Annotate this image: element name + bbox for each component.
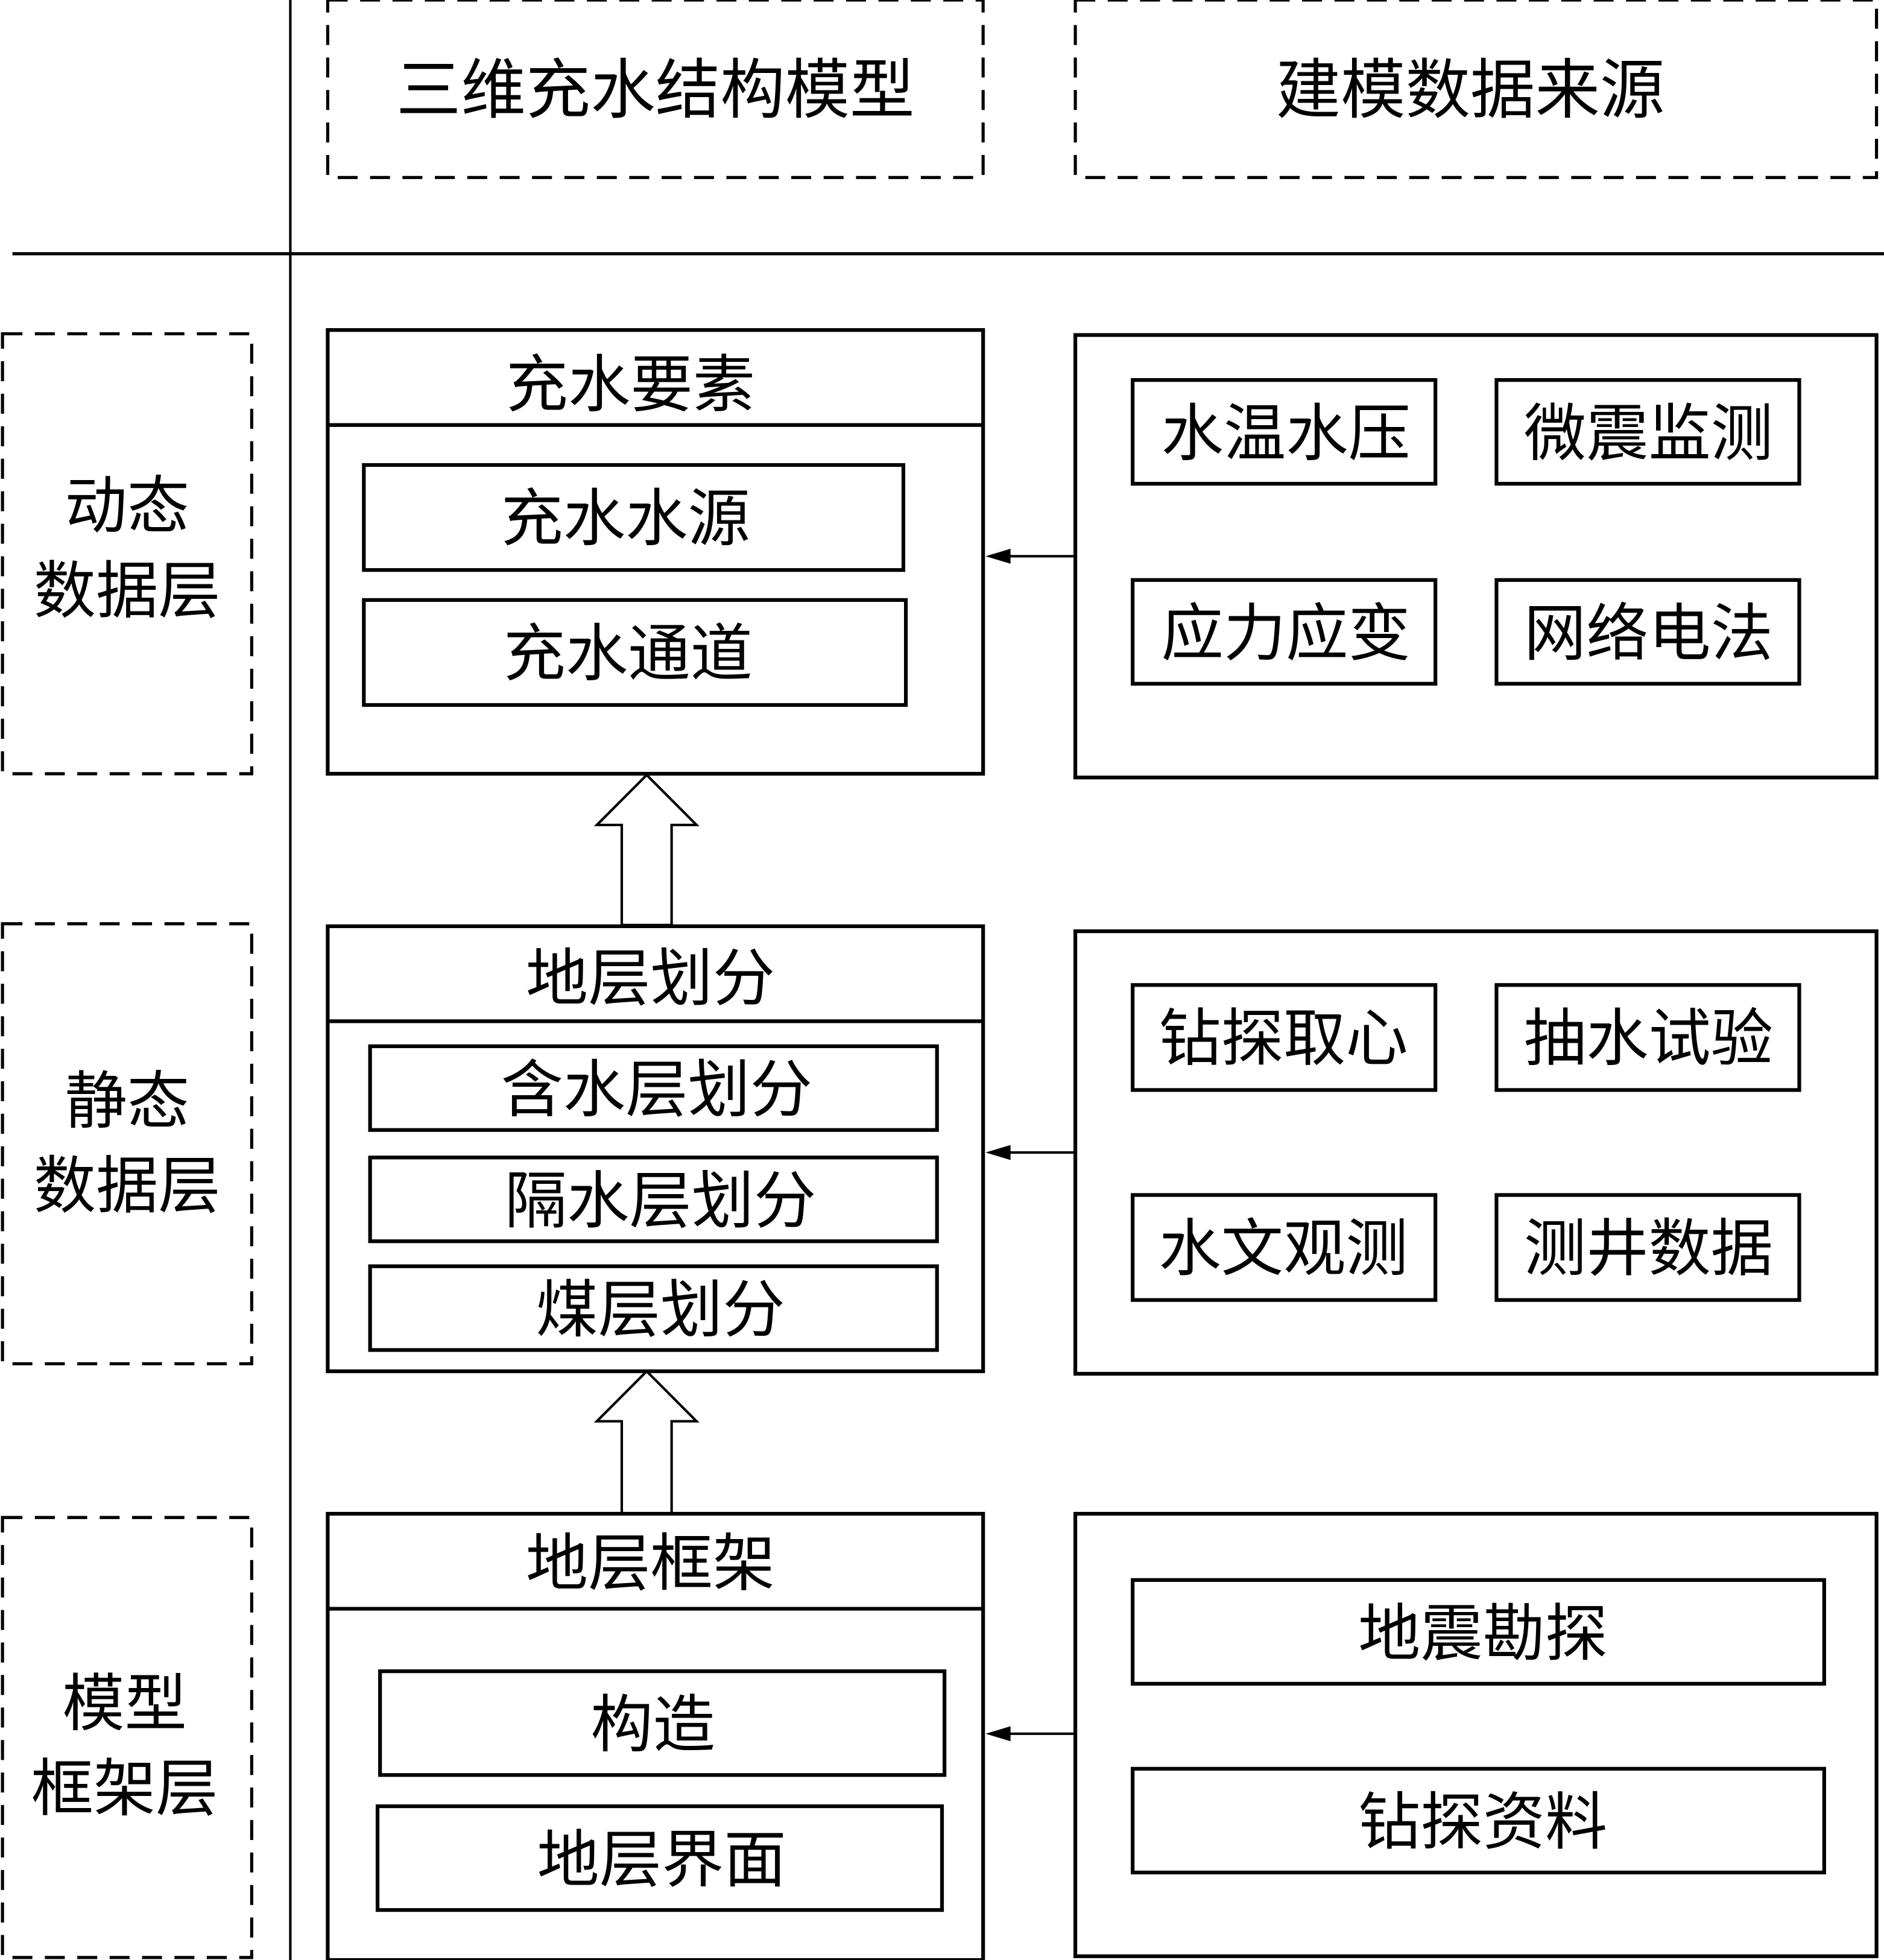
layer-label-line2: 数据层: [34, 555, 221, 627]
arrow-left-icon: [985, 1145, 1076, 1160]
source-item: 测井数据: [1494, 1193, 1801, 1302]
model-item-label: 含水层划分: [501, 1054, 813, 1126]
model-item-label: 充水通道: [504, 618, 753, 690]
source-item: 水温水压: [1131, 378, 1438, 486]
model-item-label: 隔水层划分: [505, 1165, 817, 1238]
layer-label-line2: 数据层: [34, 1150, 221, 1222]
model-item: 隔水层划分: [368, 1155, 939, 1244]
model-box-title: 地层框架: [526, 1528, 775, 1600]
source-item: 网络电法: [1494, 578, 1801, 686]
header-model-label: 三维充水结构模型: [396, 52, 915, 128]
hollow-arrow-up-icon: [593, 1369, 700, 1516]
model-item: 含水层划分: [368, 1044, 939, 1132]
arrow-left-icon: [985, 548, 1076, 564]
source-item-label: 钻探取心: [1159, 1003, 1408, 1075]
model-box-title: 充水要素: [506, 349, 755, 421]
model-box-static: 地层划分 含水层划分 隔水层划分 煤层划分: [326, 924, 985, 1373]
model-item: 地层界面: [375, 1804, 944, 1912]
header-source-label: 建模数据来源: [1276, 52, 1665, 128]
layer-label-line2: 框架层: [31, 1753, 218, 1825]
model-item-label: 地层界面: [537, 1824, 786, 1896]
source-box-framework: 地震勘探 钻探资料: [1073, 1511, 1879, 1958]
source-box-dynamic: 水温水压 微震监测 应力应变 网络电法: [1073, 333, 1879, 780]
model-item: 充水水源: [362, 463, 906, 572]
model-item: 构造: [378, 1669, 947, 1777]
header-source-column: 建模数据来源: [1073, 0, 1879, 179]
model-item: 充水通道: [362, 598, 908, 707]
source-item: 应力应变: [1131, 578, 1438, 686]
source-box-static: 钻探取心 抽水试验 水文观测 测井数据: [1073, 929, 1879, 1376]
source-item: 地震勘探: [1131, 1578, 1826, 1686]
model-item-label: 煤层划分: [536, 1274, 785, 1346]
source-item-label: 地震勘探: [1358, 1598, 1607, 1670]
header-model-column: 三维充水结构模型: [326, 0, 985, 179]
model-item-label: 充水水源: [501, 482, 750, 555]
source-item-label: 抽水试验: [1524, 1003, 1773, 1075]
arrow-left-icon: [985, 1726, 1076, 1742]
source-item: 钻探取心: [1131, 983, 1438, 1092]
source-item-label: 网络电法: [1524, 598, 1773, 670]
source-item-label: 钻探资料: [1358, 1786, 1607, 1859]
hollow-arrow-up-icon: [593, 773, 700, 926]
layer-label-line1: 动态: [65, 470, 189, 543]
source-item-label: 应力应变: [1162, 598, 1411, 670]
source-item: 抽水试验: [1494, 983, 1801, 1092]
model-item-label: 构造: [590, 1689, 715, 1761]
source-item: 钻探资料: [1131, 1766, 1826, 1875]
layer-label-line1: 静态: [65, 1065, 189, 1137]
model-box-title: 地层划分: [526, 943, 775, 1015]
layer-label-framework: 模型 框架层: [1, 1516, 253, 1959]
source-item-label: 水文观测: [1159, 1213, 1408, 1285]
source-item-label: 微震监测: [1524, 397, 1773, 470]
model-box-framework: 地层框架 构造 地层界面: [326, 1511, 985, 1960]
model-box-dynamic: 充水要素 充水水源 充水通道: [326, 328, 985, 776]
layer-label-line1: 模型: [62, 1668, 187, 1740]
source-item: 水文观测: [1131, 1193, 1438, 1302]
source-item-label: 测井数据: [1524, 1213, 1773, 1285]
source-item-label: 水温水压: [1162, 397, 1411, 470]
layer-label-static: 静态 数据层: [1, 922, 253, 1365]
model-item: 煤层划分: [368, 1264, 939, 1352]
layer-label-dynamic: 动态 数据层: [1, 332, 253, 776]
source-item: 微震监测: [1494, 378, 1801, 486]
